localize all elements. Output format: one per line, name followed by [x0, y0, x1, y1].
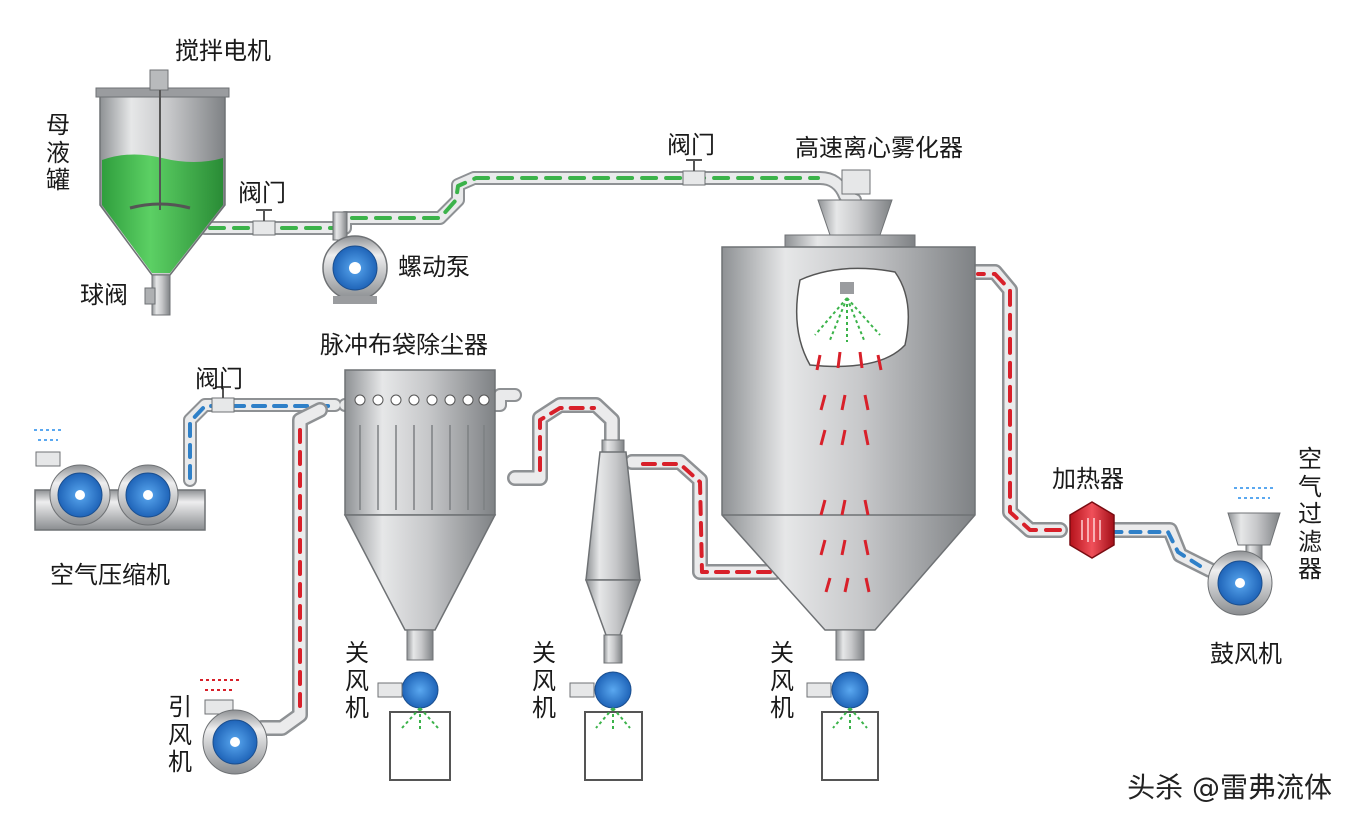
- label-induced-fan: 引风机: [168, 693, 192, 777]
- label-peristaltic-pump: 螺动泵: [398, 253, 470, 281]
- label-airlock-2: 关风机: [532, 639, 556, 723]
- pulse-bag-filter: [343, 369, 497, 661]
- label-heater: 加热器: [1052, 465, 1124, 493]
- pipes: [183, 171, 1218, 736]
- airlock-2: [569, 671, 643, 781]
- tower-to-cyclone-pipe: [624, 454, 783, 580]
- airlock-3: [806, 671, 879, 781]
- liquid-pipe: [198, 171, 862, 235]
- peristaltic-pump: [322, 211, 388, 304]
- label-atomizer: 高速离心雾化器: [795, 134, 963, 162]
- label-valve-3: 阀门: [195, 365, 243, 393]
- air-filter-icon: [1227, 512, 1281, 546]
- induced-draft-fan: [200, 679, 268, 775]
- valve-icon: [682, 159, 706, 186]
- hot-air-arrows: [815, 351, 883, 593]
- blower-with-air-filter: [1207, 487, 1281, 616]
- cyclone-separator: [584, 439, 642, 664]
- watermark: 头杀 @雷弗流体: [1127, 771, 1332, 804]
- label-stirring-motor: 搅拌电机: [175, 37, 271, 65]
- atomizer-icon: [840, 282, 854, 294]
- heater-icon: [1069, 501, 1115, 559]
- valve-icon: [211, 386, 235, 413]
- exhaust-pipe: [254, 402, 328, 736]
- airlock-1: [377, 671, 451, 781]
- airlocks-and-bins: [377, 671, 879, 781]
- air-compressor: [34, 429, 206, 531]
- label-air-filter: 空气过滤器: [1298, 445, 1322, 584]
- mother-liquor-tank: [95, 69, 230, 316]
- valve-icon: [252, 209, 276, 236]
- ball-valve-icon: [144, 287, 156, 305]
- cyclone-to-filter-pipe: [507, 397, 620, 486]
- spray-drying-tower: [721, 169, 976, 661]
- label-bag-filter: 脉冲布袋除尘器: [320, 331, 488, 359]
- stirring-motor-icon: [149, 69, 169, 91]
- fan-icon: [594, 671, 632, 709]
- hot-air-pipe: [967, 264, 1218, 578]
- label-valve-1: 阀门: [238, 179, 286, 207]
- spray-icon: [814, 297, 881, 342]
- label-valve-2: 阀门: [667, 131, 715, 159]
- label-air-compressor: 空气压缩机: [50, 561, 170, 589]
- label-blower: 鼓风机: [1210, 640, 1282, 668]
- air-heater: [1069, 501, 1115, 559]
- fan-icon: [831, 671, 869, 709]
- valve-icons: [211, 159, 706, 413]
- label-ball-valve: 球阀: [80, 281, 128, 309]
- label-airlock-3: 关风机: [770, 639, 794, 723]
- label-mother-tank: 母液罐: [46, 111, 70, 195]
- label-airlock-1: 关风机: [345, 639, 369, 723]
- fan-icon: [401, 671, 439, 709]
